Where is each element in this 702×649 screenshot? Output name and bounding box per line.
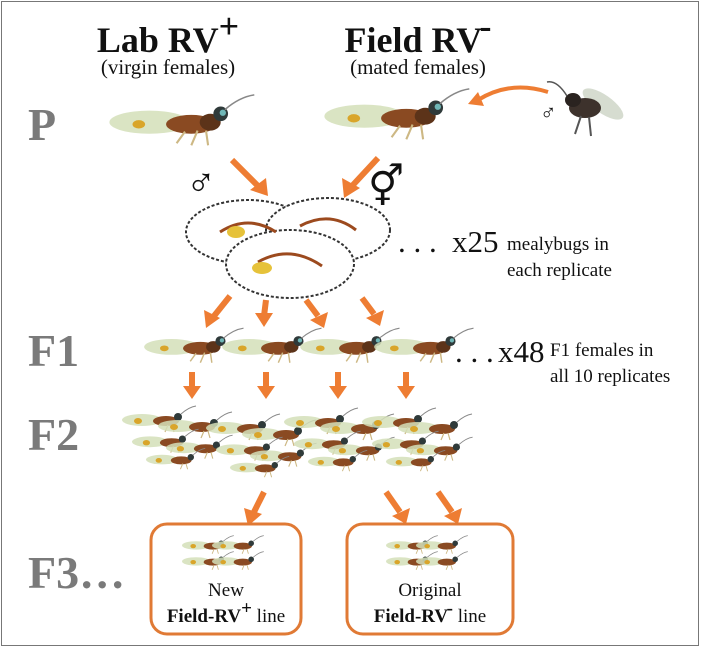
- arrow-to-f2-2: [257, 372, 275, 399]
- f2-cluster-4: [362, 408, 473, 471]
- field-female-wasp: [317, 87, 471, 141]
- arrow-to-f1-1: [204, 294, 233, 328]
- original-line-box: [345, 522, 515, 636]
- f1-dots: . . .: [455, 334, 494, 369]
- arrow-to-original-line-1: [383, 490, 410, 524]
- field-parent-title: Field RV-: [344, 6, 491, 60]
- new-line-name: Field-RV+ line: [167, 598, 285, 627]
- mating-arrow-head: [468, 92, 484, 106]
- generation-label-p: P: [28, 99, 56, 150]
- arrow-to-f2-3: [329, 372, 347, 399]
- field-parent-note: (mated females): [350, 55, 486, 79]
- arrow-to-f1-2: [255, 299, 273, 327]
- female-male-symbols: ⚥: [368, 163, 404, 209]
- original-line-label: Original: [398, 580, 461, 601]
- arrow-lab-to-mealybugs: [229, 157, 268, 196]
- mealybug-note-line2: each replicate: [507, 260, 612, 281]
- mealybug-note-line1: mealybugs in: [507, 234, 609, 255]
- original-line-name: Field-RV- line: [374, 598, 486, 627]
- mealybug-count: x25: [452, 224, 499, 259]
- f1-note-line1: F1 females in: [550, 340, 654, 361]
- arrow-to-f1-3: [303, 298, 328, 328]
- lab-parent-note: (virgin females): [101, 55, 235, 79]
- mealybug-cluster: [185, 197, 391, 299]
- arrow-to-f1-4: [359, 296, 384, 326]
- f1-note-line2: all 10 replicates: [550, 366, 670, 387]
- f1-count: x48: [498, 334, 545, 369]
- arrow-to-new-line: [244, 490, 267, 526]
- arrow-field-to-mealybugs: [342, 155, 381, 198]
- generation-label-f2: F2: [28, 409, 79, 460]
- male-symbol-small: ♂: [540, 100, 557, 125]
- arrow-to-f2-4: [397, 372, 415, 399]
- lab-female-wasp: [102, 93, 256, 147]
- arrow-to-original-line-2: [435, 490, 462, 524]
- generation-label-f3: F3…: [28, 547, 125, 598]
- lab-parent-title: Lab RV+: [97, 6, 239, 60]
- f2-cluster-1: [122, 406, 233, 469]
- arrow-to-f2-1: [183, 372, 201, 399]
- new-line-label: New: [208, 580, 244, 601]
- mating-arrow: [476, 85, 549, 102]
- generation-label-f1: F1: [28, 325, 79, 376]
- male-symbol: ♂: [186, 160, 216, 205]
- mealybug-dots: . . .: [398, 224, 437, 259]
- field-male-wasp: [546, 81, 624, 137]
